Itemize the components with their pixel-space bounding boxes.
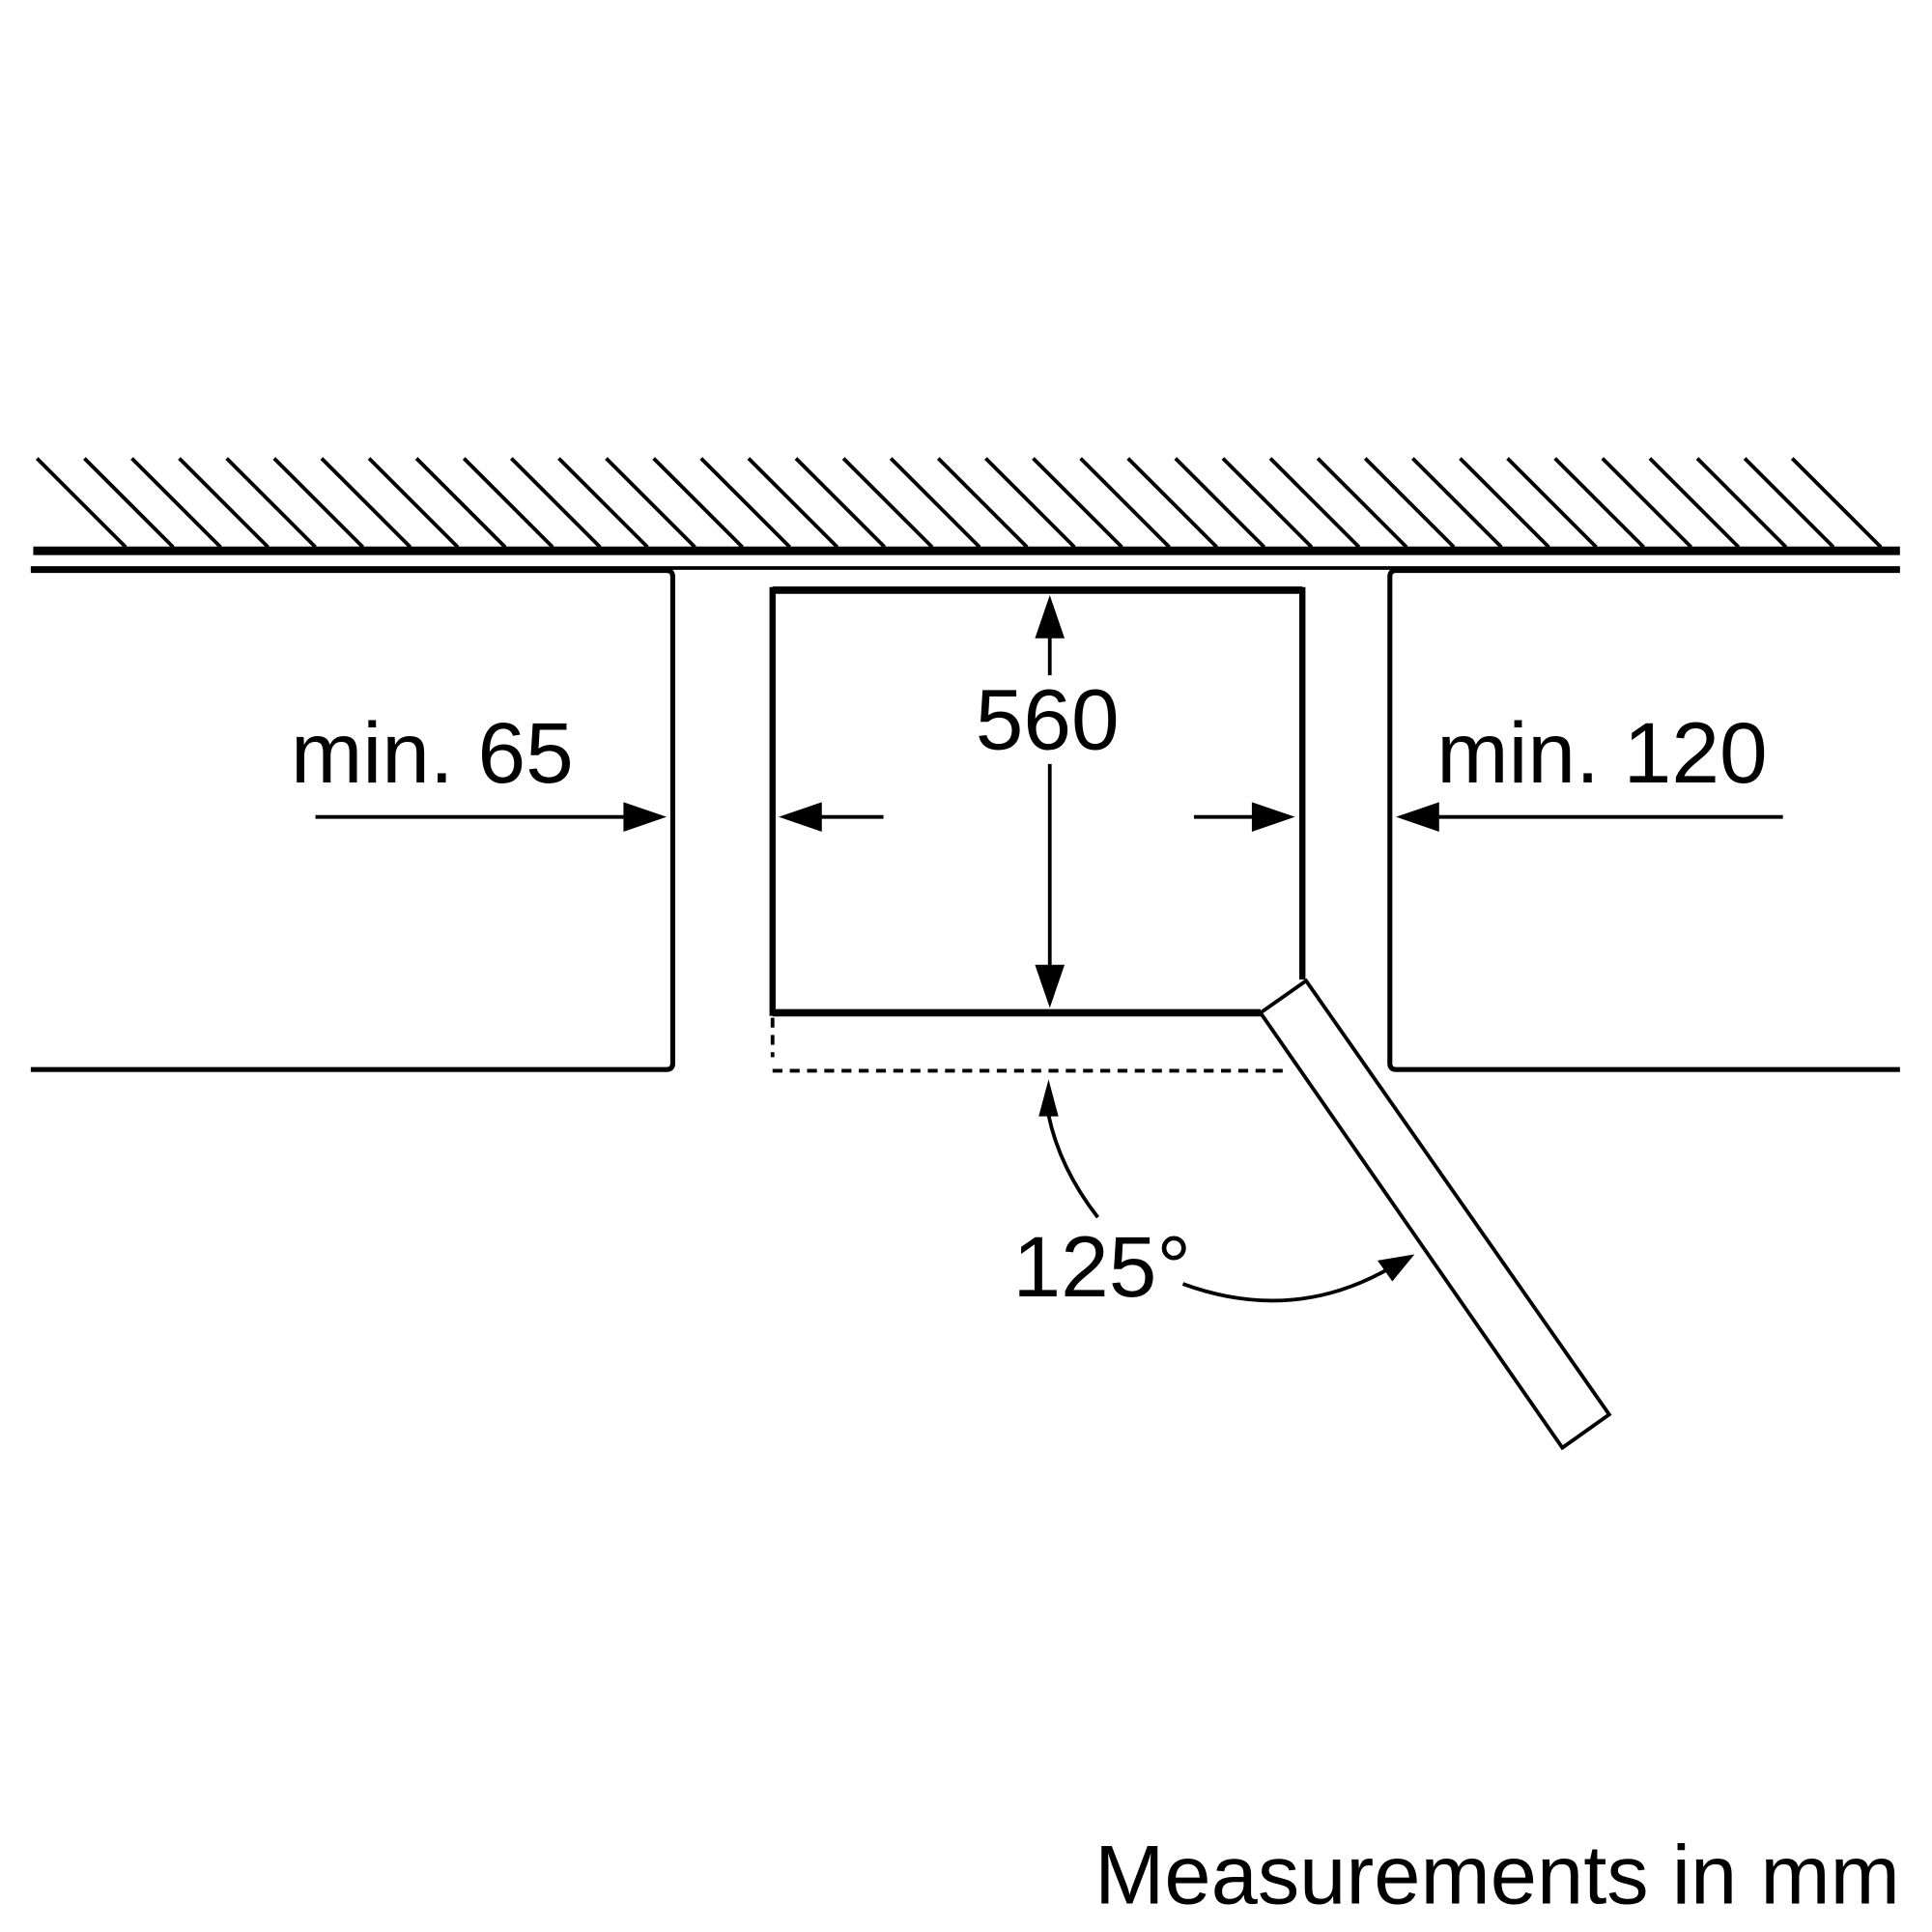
hatch-line	[889, 457, 981, 549]
hatch-line	[414, 457, 507, 549]
hatch-line	[1553, 457, 1645, 549]
hatch-line	[1506, 457, 1598, 549]
wall-hatching	[35, 457, 1883, 549]
hatch-line	[83, 457, 175, 549]
hatch-line	[178, 457, 270, 549]
hatch-line	[936, 457, 1029, 549]
hatch-line	[1743, 457, 1835, 549]
hatch-line	[1316, 457, 1408, 549]
closed-door-dashed	[770, 1017, 1288, 1073]
hatch-line	[1695, 457, 1788, 549]
hatch-line	[1221, 457, 1314, 549]
hatch-line	[1648, 457, 1741, 549]
open-door	[1258, 978, 1612, 1451]
hatch-line	[1079, 457, 1171, 549]
hatch-line	[557, 457, 649, 549]
hatch-line	[605, 457, 696, 549]
hatch-line	[35, 457, 128, 549]
hatch-line	[1032, 457, 1123, 549]
hatch-line	[1363, 457, 1456, 549]
depth-dimension	[1035, 595, 1065, 1009]
hatch-line	[1790, 457, 1883, 549]
depth-label: 560	[976, 671, 1120, 768]
left-clearance-arrow	[315, 802, 884, 832]
hatch-line	[225, 457, 317, 549]
hatch-line	[841, 457, 934, 549]
hatch-line	[320, 457, 412, 549]
units-note: Measurements in mm	[1094, 1829, 1900, 1922]
appliance-body	[769, 586, 1306, 1016]
hatch-line	[699, 457, 791, 549]
angle-label: 125°	[1012, 1218, 1191, 1315]
hatch-line	[1459, 457, 1550, 549]
hatch-line	[747, 457, 839, 549]
hatch-line	[130, 457, 222, 549]
hatch-line	[1411, 457, 1503, 549]
angle-arrow	[1038, 1079, 1415, 1303]
hatch-line	[462, 457, 554, 549]
hatch-line	[1268, 457, 1361, 549]
left-cabinet	[30, 568, 675, 1072]
hatch-line	[984, 457, 1076, 549]
right-cabinet	[1387, 568, 1900, 1072]
hatch-line	[794, 457, 887, 549]
hatch-line	[1126, 457, 1218, 549]
right-clearance-label: min. 120	[1436, 704, 1767, 801]
hatch-line	[1174, 457, 1266, 549]
hatch-line	[1601, 457, 1692, 549]
hatch-line	[367, 457, 460, 549]
hatch-line	[509, 457, 602, 549]
left-clearance-label: min. 65	[291, 704, 574, 801]
right-clearance-arrow	[1193, 802, 1783, 832]
hatch-line	[272, 457, 364, 549]
hatch-line	[652, 457, 744, 549]
